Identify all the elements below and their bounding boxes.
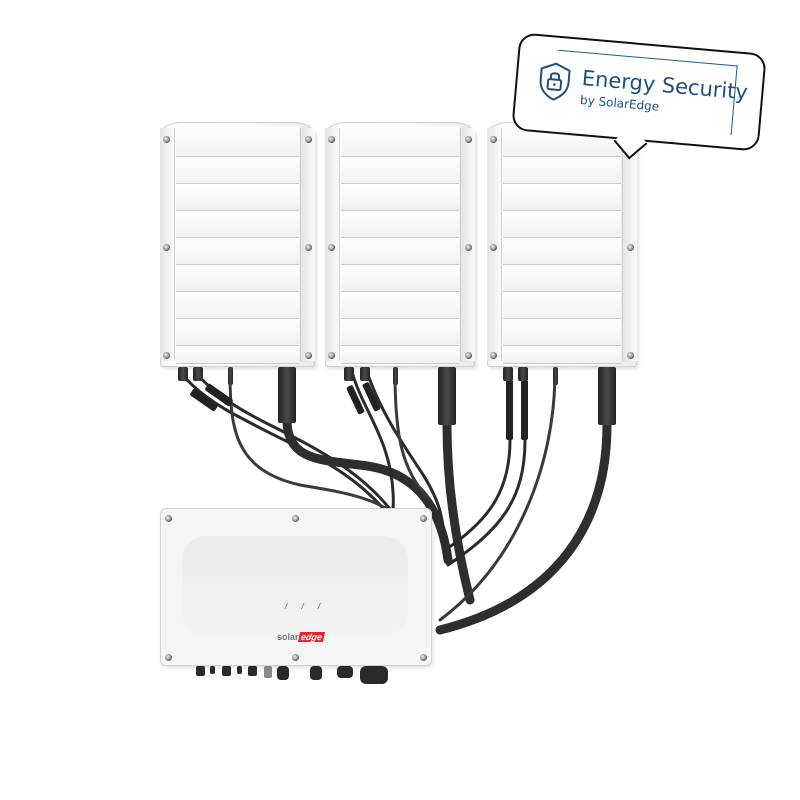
screw-icon [165,654,172,661]
screw-icon [305,244,312,251]
inverter-unit-2 [325,122,475,367]
screw-icon [328,244,335,251]
screw-icon [305,352,312,359]
inverter-unit-1 [160,122,315,367]
screw-icon [292,515,299,522]
solaredge-logo: solaredge [277,632,325,642]
screw-icon [420,654,427,661]
led-indicators: / / / [285,602,327,611]
screw-icon [627,352,634,359]
screw-icon [465,136,472,143]
screw-icon [490,352,497,359]
shield-lock-icon [539,62,571,101]
screw-icon [627,244,634,251]
battery-ports [192,666,392,684]
screw-icon [163,136,170,143]
energy-security-badge: Energy Security by SolarEdge [511,32,767,160]
inverter-unit-3 [487,122,637,367]
screw-icon [292,654,299,661]
screw-icon [490,244,497,251]
screw-icon [465,352,472,359]
screw-icon [165,515,172,522]
screw-icon [490,136,497,143]
screw-icon [328,136,335,143]
screw-icon [163,244,170,251]
screw-icon [420,515,427,522]
screw-icon [328,352,335,359]
screw-icon [305,136,312,143]
battery-unit: / / / solaredge [160,508,432,684]
screw-icon [465,244,472,251]
screw-icon [163,352,170,359]
